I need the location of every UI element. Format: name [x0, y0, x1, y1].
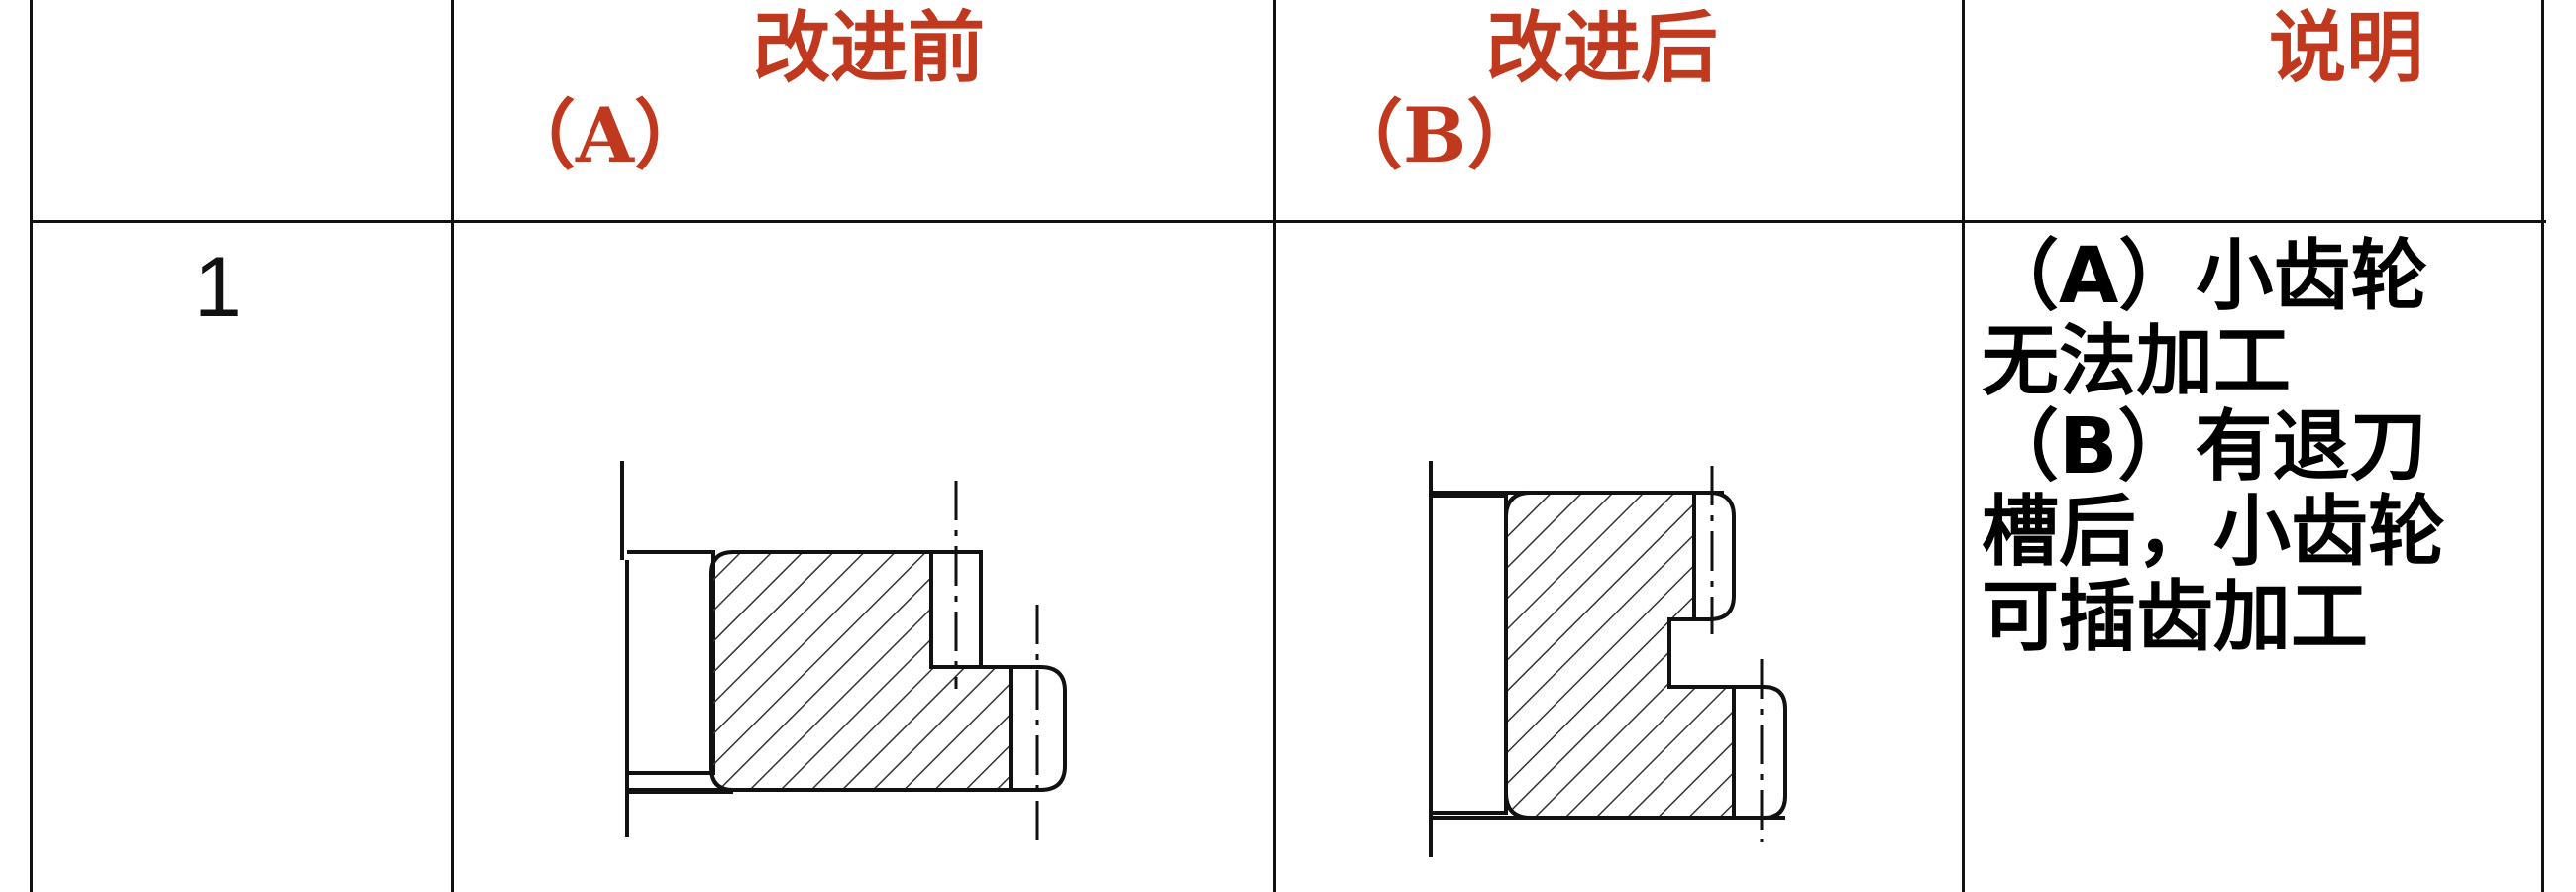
- row-explanation: （A）小齿轮 无法加工 （B）有退刀 槽后，小齿轮 可插齿加工: [1982, 234, 2536, 660]
- explanation-line-4: 槽后，小齿轮: [1982, 488, 2446, 577]
- explanation-line-1: （A）小齿轮: [1982, 232, 2428, 321]
- row-number: 1: [194, 240, 242, 335]
- explanation-line-2: 无法加工: [1982, 317, 2292, 406]
- header-before-subtitle: （A）: [500, 91, 709, 179]
- drawing-before-gear-section: [620, 461, 1067, 842]
- column-divider-1: [451, 0, 454, 892]
- table-left-border: [30, 0, 33, 892]
- column-divider-3: [1962, 0, 1965, 892]
- explanation-line-3: （B）有退刀: [1982, 402, 2427, 492]
- drawing-after-gear-section: [1429, 461, 1787, 857]
- explanation-line-5: 可插齿加工: [1982, 573, 2369, 662]
- header-after-title: 改进后: [1486, 3, 1719, 93]
- header-row-divider: [30, 220, 2546, 223]
- header-explanation: 说明: [2269, 3, 2424, 93]
- table-right-border: [2541, 0, 2544, 892]
- column-divider-2: [1273, 0, 1276, 892]
- header-after-subtitle: （B）: [1328, 91, 1543, 179]
- header-before-title: 改进前: [753, 3, 986, 93]
